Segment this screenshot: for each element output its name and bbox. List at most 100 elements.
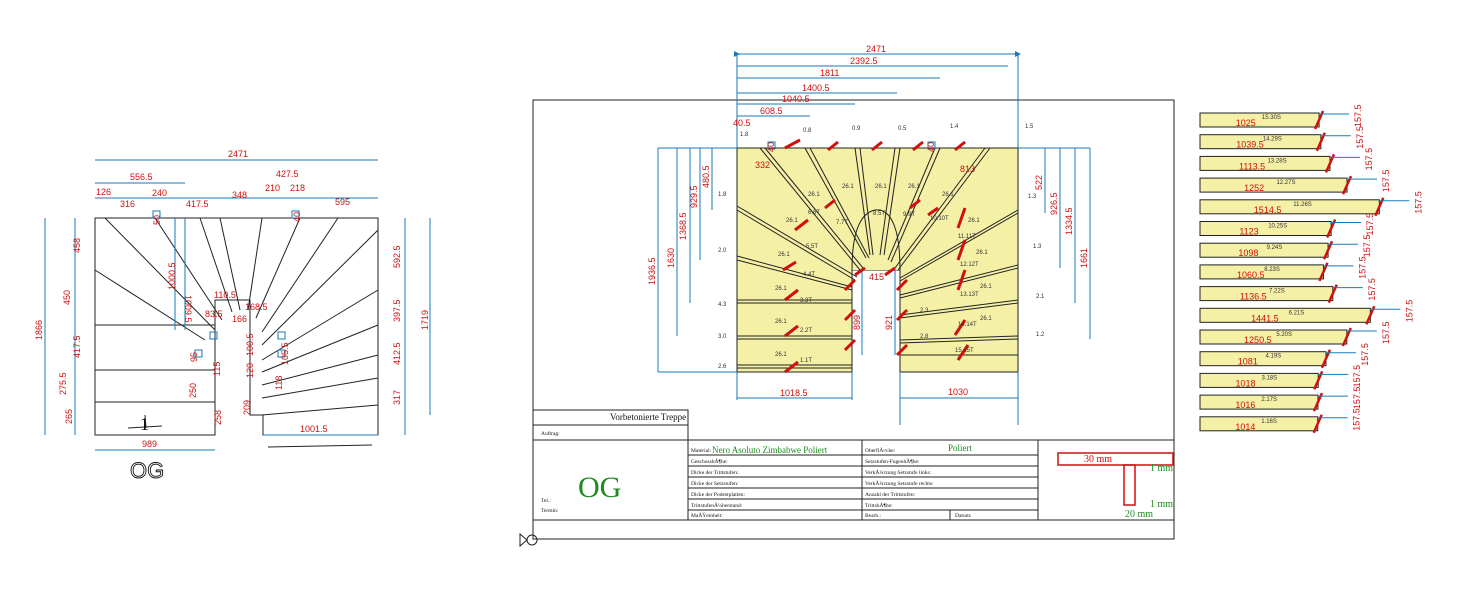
tb-row: GeschosshÃ¶he:	[691, 457, 728, 465]
cp-side: 1.3	[1033, 244, 1042, 250]
cp-dim: 1400.5	[802, 83, 830, 93]
tread-width: 157.5	[1357, 256, 1367, 279]
tread-id: 3.18S	[1261, 375, 1277, 381]
tb-auftrag: Auftrag:	[541, 430, 560, 437]
tb-title: Vorbetonierte Treppe	[610, 412, 686, 422]
cp-tread: 26.1	[842, 184, 854, 190]
cp-tread: 26.1	[980, 284, 992, 290]
cp-side: 3.0	[718, 334, 727, 340]
lp-dim: 427.5	[276, 169, 299, 179]
cp-dim: 1630	[666, 248, 676, 268]
lp-dim: 210	[265, 183, 280, 193]
tread-id: 2.17S	[1261, 397, 1277, 403]
tread-length: 1136.5	[1240, 292, 1267, 302]
lp-dim: 317	[392, 390, 402, 405]
lp-dim: 592.5	[392, 245, 402, 268]
tb-material-value: Nero Asoluto Zimbabwe Poliert	[712, 445, 828, 455]
tread-id: 9.24S	[1267, 245, 1283, 251]
lp-dim: 168.5	[245, 302, 268, 312]
tread-width: 157.5	[1413, 191, 1423, 214]
cp-tread: 26.1	[775, 352, 787, 358]
tread-id: 14.29S	[1263, 137, 1282, 143]
cp-dim: 1040.5	[782, 94, 810, 104]
tread-length: 1514.5	[1254, 205, 1282, 215]
lp-dim: 348	[232, 190, 247, 200]
tb-row: Bearb.:	[865, 513, 882, 519]
lp-dim: 250	[188, 383, 198, 398]
cp-step: 2.2T	[800, 328, 812, 334]
cp-side: 1.8	[718, 192, 727, 198]
lp-dim: 1719	[420, 310, 430, 330]
tb-row: Dicke der Podestplatten:	[691, 492, 746, 498]
tb-profile-bottom: 20 mm	[1125, 509, 1153, 520]
cp-step: 1.1T	[800, 358, 812, 364]
cp-side: 1.2	[1036, 332, 1045, 338]
cp-dim: 1936.5	[647, 257, 657, 285]
lp-dim: 397.5	[392, 299, 402, 322]
cp-tread: 26.1	[968, 218, 980, 224]
tread-length: 1098	[1238, 248, 1258, 258]
cp-dim: 415	[869, 272, 884, 282]
tb-material-label: Material:	[691, 448, 712, 454]
cp-dim: 480.5	[701, 165, 711, 188]
tread-width: 157.5	[1355, 126, 1365, 149]
tread-bar	[1199, 416, 1319, 432]
tread-width: 157.5	[1362, 235, 1372, 258]
tread-length: 1081	[1238, 357, 1258, 367]
lp-dim: 126	[96, 187, 111, 197]
cp-dim: 2392.5	[850, 56, 878, 66]
lp-dim-total: 2471	[228, 149, 248, 159]
tread-width: 157.5	[1353, 104, 1363, 127]
tread-width: 157.5	[1381, 170, 1391, 193]
cp-step: 9.9T	[903, 212, 915, 218]
tread-id: 4.19S	[1266, 354, 1282, 360]
tread-id: 8.23S	[1264, 267, 1280, 273]
tb-profile-top: 30 mm	[1084, 454, 1112, 465]
lp-dim: 83.5	[205, 309, 223, 319]
cp-side: 2.6	[718, 364, 727, 370]
lp-dim: 95	[189, 352, 199, 362]
tb-og-label: OG	[578, 471, 621, 504]
tread-length: 1123	[1239, 227, 1258, 237]
tb-row: Anzahl der Trittstufen:	[865, 491, 916, 498]
cp-step: 14.14T	[958, 322, 977, 328]
cp-dim: 899	[852, 315, 862, 330]
left-plan-dims: 2471 556.5 126 316 240 417.5 348 210 218…	[34, 149, 430, 483]
lp-dim: 458	[72, 238, 82, 253]
tb-termin: Termin:	[541, 508, 559, 514]
tread-id: 7.22S	[1269, 289, 1285, 295]
cp-side: 1.3	[1028, 194, 1037, 200]
cp-tread: 26.1	[980, 316, 992, 322]
tread-id: 13.28S	[1268, 158, 1287, 164]
tread-id: 11.26S	[1293, 202, 1312, 208]
lp-dim: 450	[62, 290, 72, 305]
tread-length: 1016	[1235, 400, 1255, 410]
cp-tread: 26.1	[942, 192, 954, 198]
tread-width: 157.5	[1365, 213, 1375, 236]
lp-dim: 556.5	[130, 172, 153, 182]
cp-dim: 921	[884, 315, 894, 330]
lp-dim: 258	[213, 410, 223, 425]
tread-width: 157.5	[1404, 300, 1414, 323]
lp-dim: 417.5	[186, 199, 209, 209]
tread-length: 1113.5	[1239, 161, 1265, 171]
cp-small: 0.8	[803, 128, 812, 134]
tb-row: Dicke der Trittstufen:	[691, 469, 739, 476]
cp-step: 5.5T	[806, 244, 818, 250]
lp-dim: 166	[232, 314, 247, 324]
title-block-texts: Vorbetonierte Treppe Auftrag: OG Tel.: T…	[541, 412, 1173, 520]
cp-small: 1.4	[950, 124, 959, 130]
cp-tread: 26.1	[808, 192, 820, 198]
cp-dim: 1368.5	[678, 212, 688, 240]
cp-step: 12.12T	[960, 262, 979, 268]
cp-dim: 926.5	[1049, 192, 1059, 215]
tb-row: VerkÃ¼rzung Setzstufe links:	[865, 468, 932, 476]
tread-width: 157.5	[1367, 278, 1377, 301]
cp-tread: 26.1	[976, 250, 988, 256]
lp-dim: 1866	[34, 320, 44, 340]
